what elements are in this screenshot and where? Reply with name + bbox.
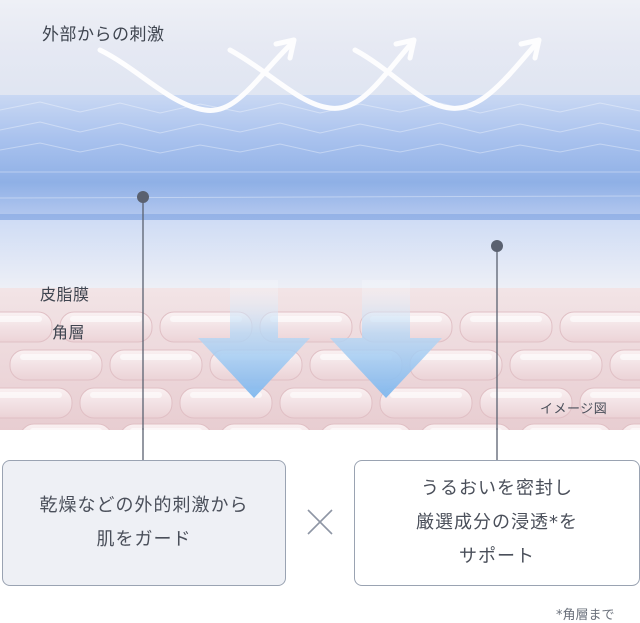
sebum-membrane-label: 皮脂膜 <box>40 285 90 304</box>
skin-cell-highlight <box>390 392 462 398</box>
guard-benefit-line-1: 乾燥などの外的刺激から <box>39 495 249 516</box>
skin-cell-highlight <box>20 354 92 360</box>
skin-cell-highlight <box>170 316 242 322</box>
guard-benefit-line-2: 肌をガード <box>96 529 192 550</box>
skin-cell-highlight <box>290 392 362 398</box>
penetration-arrows <box>198 280 442 398</box>
connectors-lower <box>142 428 498 461</box>
seal-benefit-line-1: うるおいを密封し <box>421 478 573 499</box>
skin-cell-highlight <box>190 392 262 398</box>
barrier-layer <box>0 95 640 220</box>
skin-cell-highlight <box>590 392 640 398</box>
skin-cell-highlight <box>630 428 640 430</box>
down-arrow-right <box>330 280 442 398</box>
horny-layer-label: 角層 <box>52 323 86 342</box>
stimulus-arrows <box>97 37 542 113</box>
skin-cell-highlight <box>570 316 640 322</box>
skin-cell-highlight <box>30 428 102 430</box>
skin-cell-highlight <box>270 316 342 322</box>
skin-cell-highlight <box>0 316 42 322</box>
skin-cell-highlight <box>490 392 562 398</box>
arrow-head-1 <box>273 37 297 61</box>
skin-cell-highlight <box>0 392 62 398</box>
skin-cell-highlight <box>130 428 202 430</box>
illustration-svg <box>0 0 640 430</box>
arrow-head-3 <box>518 37 542 61</box>
guard-benefit-box: 乾燥などの外的刺激から 肌をガード <box>2 460 286 586</box>
skin-cell-highlight <box>330 428 402 430</box>
skin-cell-highlight <box>620 354 640 360</box>
skin-cell-highlight <box>420 354 492 360</box>
zigzag-arrow-1 <box>97 42 293 113</box>
barrier-texture <box>0 101 640 199</box>
seal-benefit-box: うるおいを密封し 厳選成分の浸透*を サポート <box>354 460 640 586</box>
zigzag-arrow-2 <box>227 42 413 111</box>
skin-cell-highlight <box>70 316 142 322</box>
footnote: *角層まで <box>556 608 615 623</box>
external-stimulus-label: 外部からの刺激 <box>42 25 165 45</box>
skin-cell-highlight <box>530 428 602 430</box>
skin-cell-highlight <box>90 392 162 398</box>
arrow-head-2 <box>393 37 417 61</box>
image-note-label: イメージ図 <box>540 402 608 417</box>
seal-benefit-line-2: 厳選成分の浸透*を <box>416 512 578 533</box>
skin-cell-highlight <box>120 354 192 360</box>
seal-benefit-line-3: サポート <box>459 546 535 567</box>
down-arrow-left <box>198 280 310 398</box>
connectors-upper <box>137 191 503 430</box>
skin-cell-highlight <box>430 428 502 430</box>
zigzag-arrow-3 <box>352 42 538 111</box>
skin-cell-highlight <box>520 354 592 360</box>
skin-cell-highlight <box>230 428 302 430</box>
skin-barrier-illustration: 外部からの刺激 皮脂膜 角層 イメージ図 <box>0 0 640 430</box>
times-icon <box>307 509 333 535</box>
skin-cell-highlight <box>470 316 542 322</box>
